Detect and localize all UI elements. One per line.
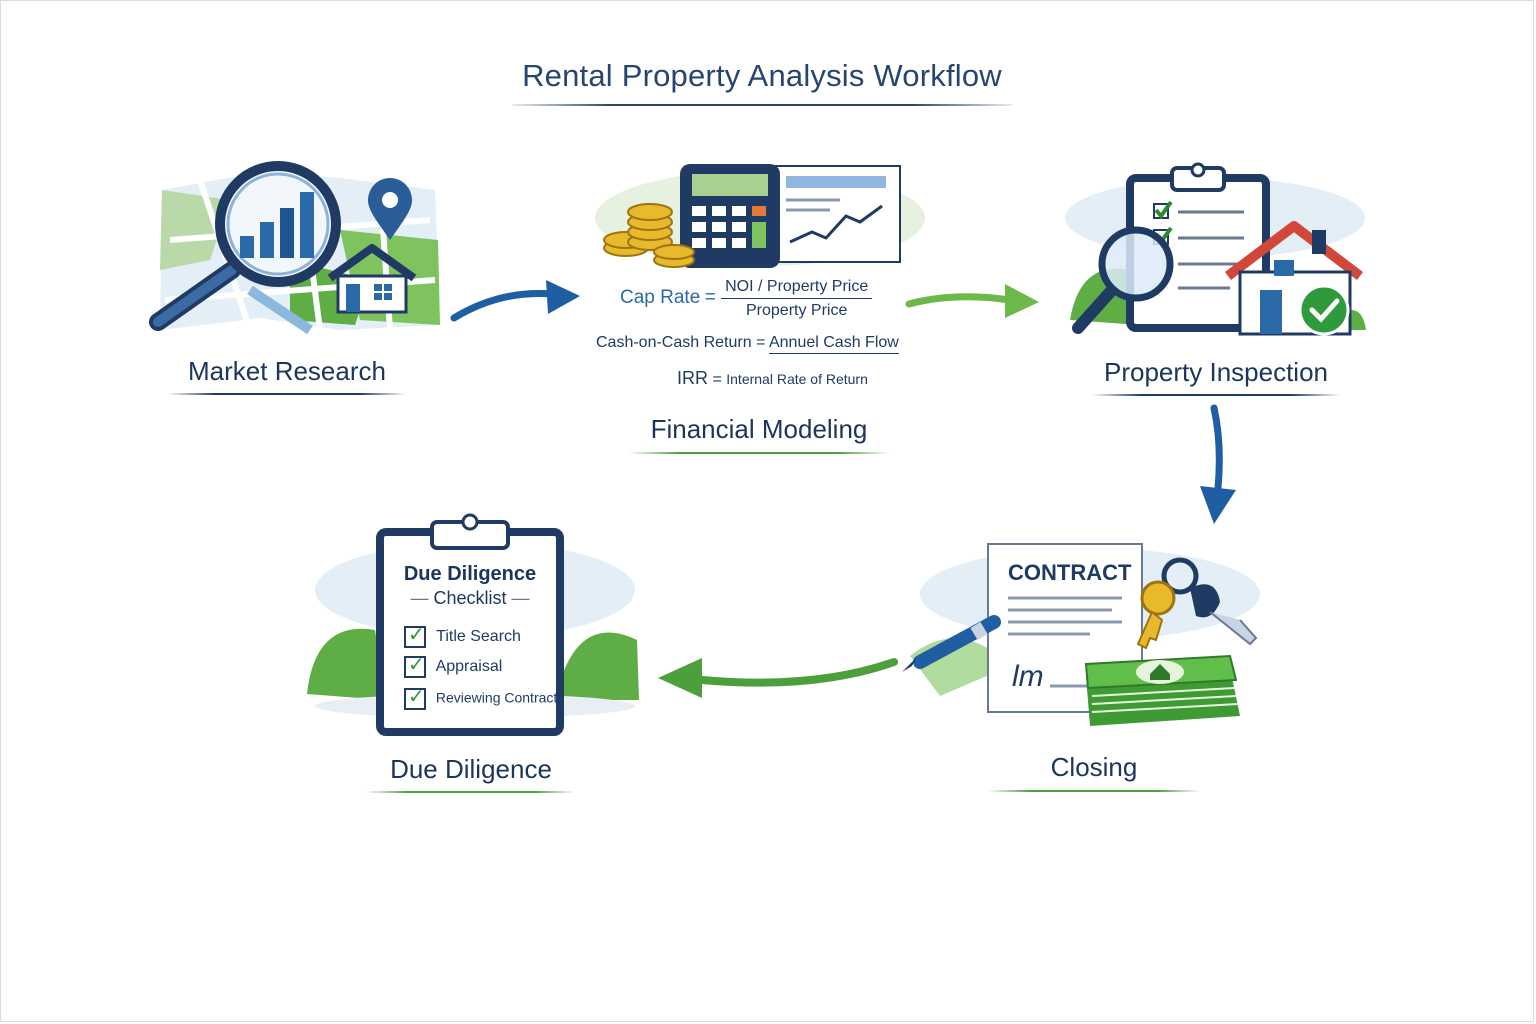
irr-formula: IRR = Internal Rate of Return: [677, 368, 868, 388]
checklist-item: ✓ Reviewing Contracts: [404, 686, 564, 710]
property-inspection-illustration: [1065, 162, 1366, 336]
cap-rate-denominator: Property Price: [746, 302, 848, 319]
irr-value: Internal Rate of Return: [726, 371, 868, 387]
checklist-subtitle: Checklist: [433, 588, 507, 608]
cap-rate-fraction: NOI / Property Price Property Price: [721, 278, 873, 320]
financial-modeling-underline: [628, 452, 890, 454]
checklist-item: ✓ Title Search: [404, 624, 521, 648]
coc-name: Cash-on-Cash Return: [596, 334, 752, 351]
arrow-icon: [658, 658, 898, 698]
due-diligence-underline: [366, 791, 576, 793]
arrow-icon: [450, 280, 580, 322]
cap-rate-numerator: NOI / Property Price: [721, 278, 873, 299]
signature: lm: [1012, 660, 1044, 693]
market-research-illustration: [149, 161, 440, 335]
magnifier-icon: [149, 161, 341, 331]
financial-modeling-illustration: [595, 164, 925, 268]
magnifier-icon: [1072, 226, 1174, 334]
page-title: Rental Property Analysis Workflow: [522, 58, 1002, 93]
keys-icon: [1136, 557, 1258, 650]
cap-rate-name: Cap Rate: [620, 287, 701, 309]
closing-label: Closing: [1050, 752, 1138, 782]
coins-icon: [603, 203, 695, 268]
financial-modeling-label: Financial Modeling: [650, 414, 868, 444]
closing-illustration: CONTRACT lm: [902, 543, 1260, 726]
checkmark-icon: ✓: [404, 686, 426, 710]
pen-icon: [902, 615, 1001, 672]
checkmark-icon: [1298, 284, 1350, 336]
property-inspection-underline: [1092, 394, 1340, 396]
market-research-underline: [168, 393, 406, 395]
arrow-icon: [1200, 404, 1236, 524]
closing-underline: [988, 790, 1200, 792]
checkmark-icon: ✓: [404, 624, 426, 648]
property-inspection-label: Property Inspection: [1103, 357, 1328, 387]
checkmark-icon: ✓: [404, 654, 426, 678]
clipboard-icon: [376, 513, 564, 736]
cap-rate-formula: Cap Rate = NOI / Property Price Property…: [620, 278, 873, 320]
market-research-label: Market Research: [188, 356, 386, 386]
contract-heading: CONTRACT: [1008, 560, 1132, 585]
arrow-icon: [905, 284, 1039, 318]
due-diligence-label: Due Diligence: [390, 754, 552, 784]
map-pin-icon: [368, 178, 412, 240]
chart-icon: [775, 165, 901, 263]
title-underline: [512, 104, 1012, 106]
money-icon: [1084, 654, 1240, 726]
house-icon: [327, 244, 417, 314]
calculator-icon: [680, 164, 780, 268]
coc-formula: Cash-on-Cash Return = Annuel Cash Flow: [596, 334, 899, 354]
coc-value: Annuel Cash Flow: [768, 334, 899, 354]
irr-name: IRR: [677, 368, 708, 388]
checklist-title: Due Diligence: [403, 563, 537, 585]
checklist-item: ✓ Appraisal: [404, 654, 502, 678]
checklist-subtitle-row: — Checklist —: [410, 588, 530, 608]
